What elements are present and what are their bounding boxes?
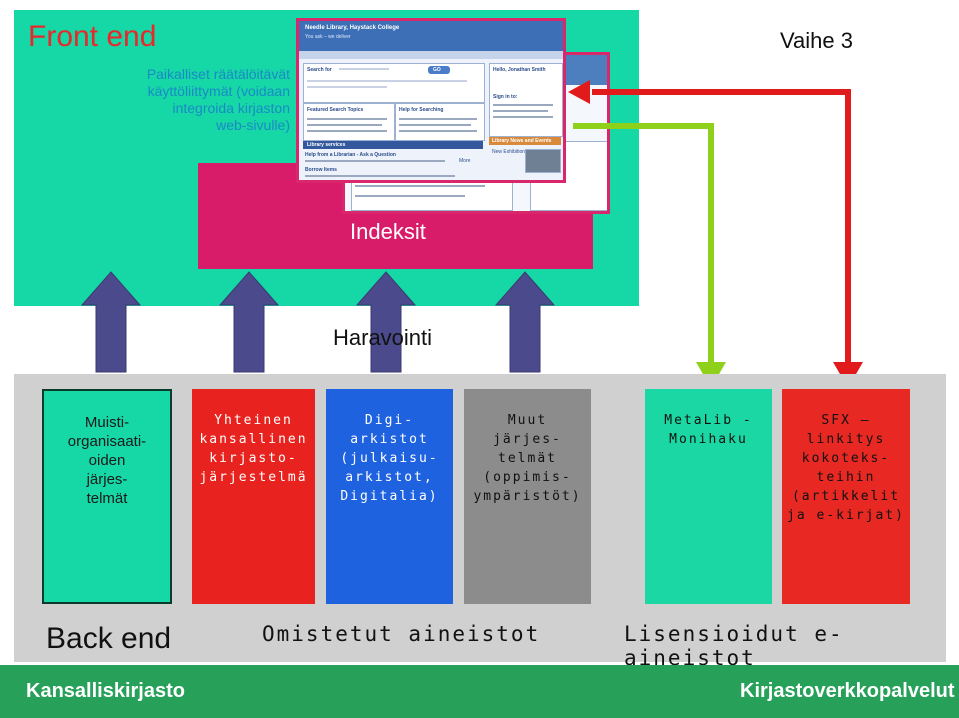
sfx-arrowhead — [568, 80, 590, 104]
sfx-connector — [592, 89, 851, 370]
portal-go-button[interactable]: GO — [433, 67, 441, 73]
source-label: MetaLib - Monihaku — [664, 413, 753, 447]
portal-news-item: New Exhibition — [492, 149, 526, 155]
up-arrow-2 — [218, 271, 280, 373]
portal-greeting: Hello, Jonathan Smith — [493, 67, 546, 73]
up-arrow-4 — [494, 271, 556, 373]
source-national-library-system: Yhteinen kansallinen kirjasto- järjestel… — [192, 389, 315, 604]
portal-help-heading: Help for Searching — [399, 107, 444, 113]
metalib-connector — [573, 123, 714, 370]
front-end-title: Front end — [28, 20, 157, 53]
up-arrow-3 — [355, 271, 417, 373]
source-sfx: SFX – linkitys kokoteks- teihin (artikke… — [782, 389, 910, 604]
portal-more-link[interactable]: More — [459, 158, 471, 164]
owned-materials-label: Omistetut aineistot — [262, 622, 541, 646]
portal-featured-heading: Featured Search Topics — [307, 107, 364, 113]
indexes-label: Indeksit — [350, 219, 426, 244]
footer-left-logo: Kansalliskirjasto — [26, 680, 185, 702]
footer-bar — [0, 665, 959, 718]
source-memory-organisations: Muisti- organisaati- oiden järjes- telmä… — [42, 389, 172, 604]
harvesting-label: Haravointi — [333, 325, 433, 350]
library-portal-screenshot: Needle Library, Haystack College You ask… — [296, 18, 566, 183]
source-label: Muut järjes- telmät (oppimis- ympäristöt… — [473, 413, 582, 504]
source-label: Digi- arkistot (julkaisu- arkistot, Digi… — [340, 413, 439, 504]
source-label: SFX – linkitys kokoteks- teihin (artikke… — [787, 413, 905, 523]
source-digital-archives: Digi- arkistot (julkaisu- arkistot, Digi… — [326, 389, 453, 604]
portal-signin: Sign in to: — [493, 94, 518, 100]
source-metalib: MetaLib - Monihaku — [645, 389, 772, 604]
portal-site-title: Needle Library, Haystack College — [305, 25, 400, 31]
portal-ask-heading: Help from a Librarian - Ask a Question — [305, 152, 396, 158]
footer-right-logo: Kirjastoverkkopalvelut — [740, 680, 955, 702]
portal-borrow-heading: Borrow Items — [305, 167, 337, 173]
portal-services-heading: Library services — [307, 142, 346, 148]
back-end-title: Back end — [46, 622, 172, 655]
front-end-description: Paikalliset räätälöitävät käyttöliittymä… — [146, 66, 290, 133]
source-other-systems: Muut järjes- telmät (oppimis- ympäristöt… — [464, 389, 591, 604]
stage-label: Vaihe 3 — [780, 28, 853, 53]
source-label: Muisti- organisaati- oiden järjes- telmä… — [67, 414, 147, 507]
up-arrow-1 — [80, 271, 142, 373]
licensed-materials-label: Lisensioidut e-aineistot — [624, 622, 844, 670]
portal-tagline: You ask – we deliver — [305, 34, 351, 40]
portal-search-heading: Search for — [307, 67, 332, 73]
portal-news-heading: Library News and Events — [492, 138, 552, 144]
source-label: Yhteinen kansallinen kirjasto- järjestel… — [199, 413, 308, 485]
